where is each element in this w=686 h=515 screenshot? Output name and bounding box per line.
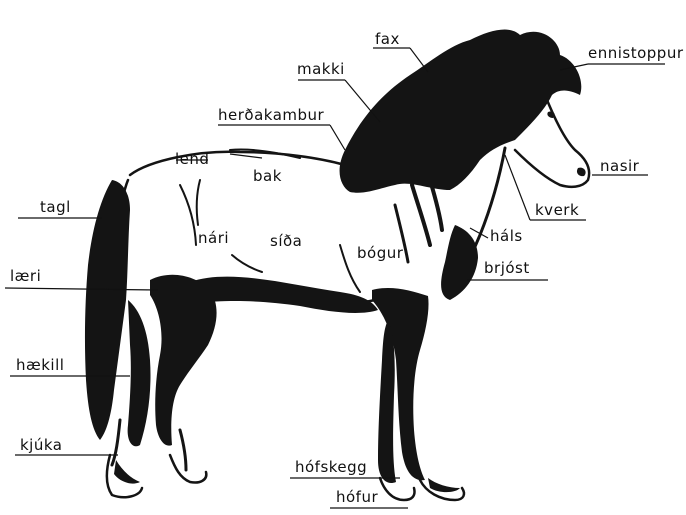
label-laeri: læri bbox=[10, 267, 41, 285]
label-herdakambur: herðakambur bbox=[218, 106, 325, 124]
label-brjost: brjóst bbox=[484, 259, 530, 277]
leader-fax-tick bbox=[410, 48, 428, 72]
label-kjuka: kjúka bbox=[20, 436, 62, 454]
leader-herdakambur-tick bbox=[330, 125, 345, 150]
label-hals: háls bbox=[490, 227, 523, 245]
leader-kverk-tick bbox=[505, 155, 530, 220]
leader-makki-tick bbox=[345, 80, 380, 122]
label-tagl: tagl bbox=[40, 198, 71, 216]
leader-laeri bbox=[5, 288, 158, 290]
leader-lend-body bbox=[230, 154, 262, 158]
label-ennistoppur: ennistoppur bbox=[588, 44, 684, 62]
label-sida: síða bbox=[270, 232, 302, 250]
label-bak: bak bbox=[253, 167, 282, 185]
label-hofur: hófur bbox=[336, 488, 378, 506]
label-nasir: nasir bbox=[600, 157, 640, 175]
label-makki: makki bbox=[297, 60, 345, 78]
label-lend: lend bbox=[175, 150, 209, 168]
label-nari: nári bbox=[198, 229, 229, 247]
label-haekill: hækill bbox=[16, 356, 64, 374]
label-fax: fax bbox=[375, 30, 400, 48]
label-bogur: bógur bbox=[357, 244, 404, 262]
label-kverk: kverk bbox=[535, 201, 579, 219]
label-hofskegg: hófskegg bbox=[295, 458, 367, 476]
